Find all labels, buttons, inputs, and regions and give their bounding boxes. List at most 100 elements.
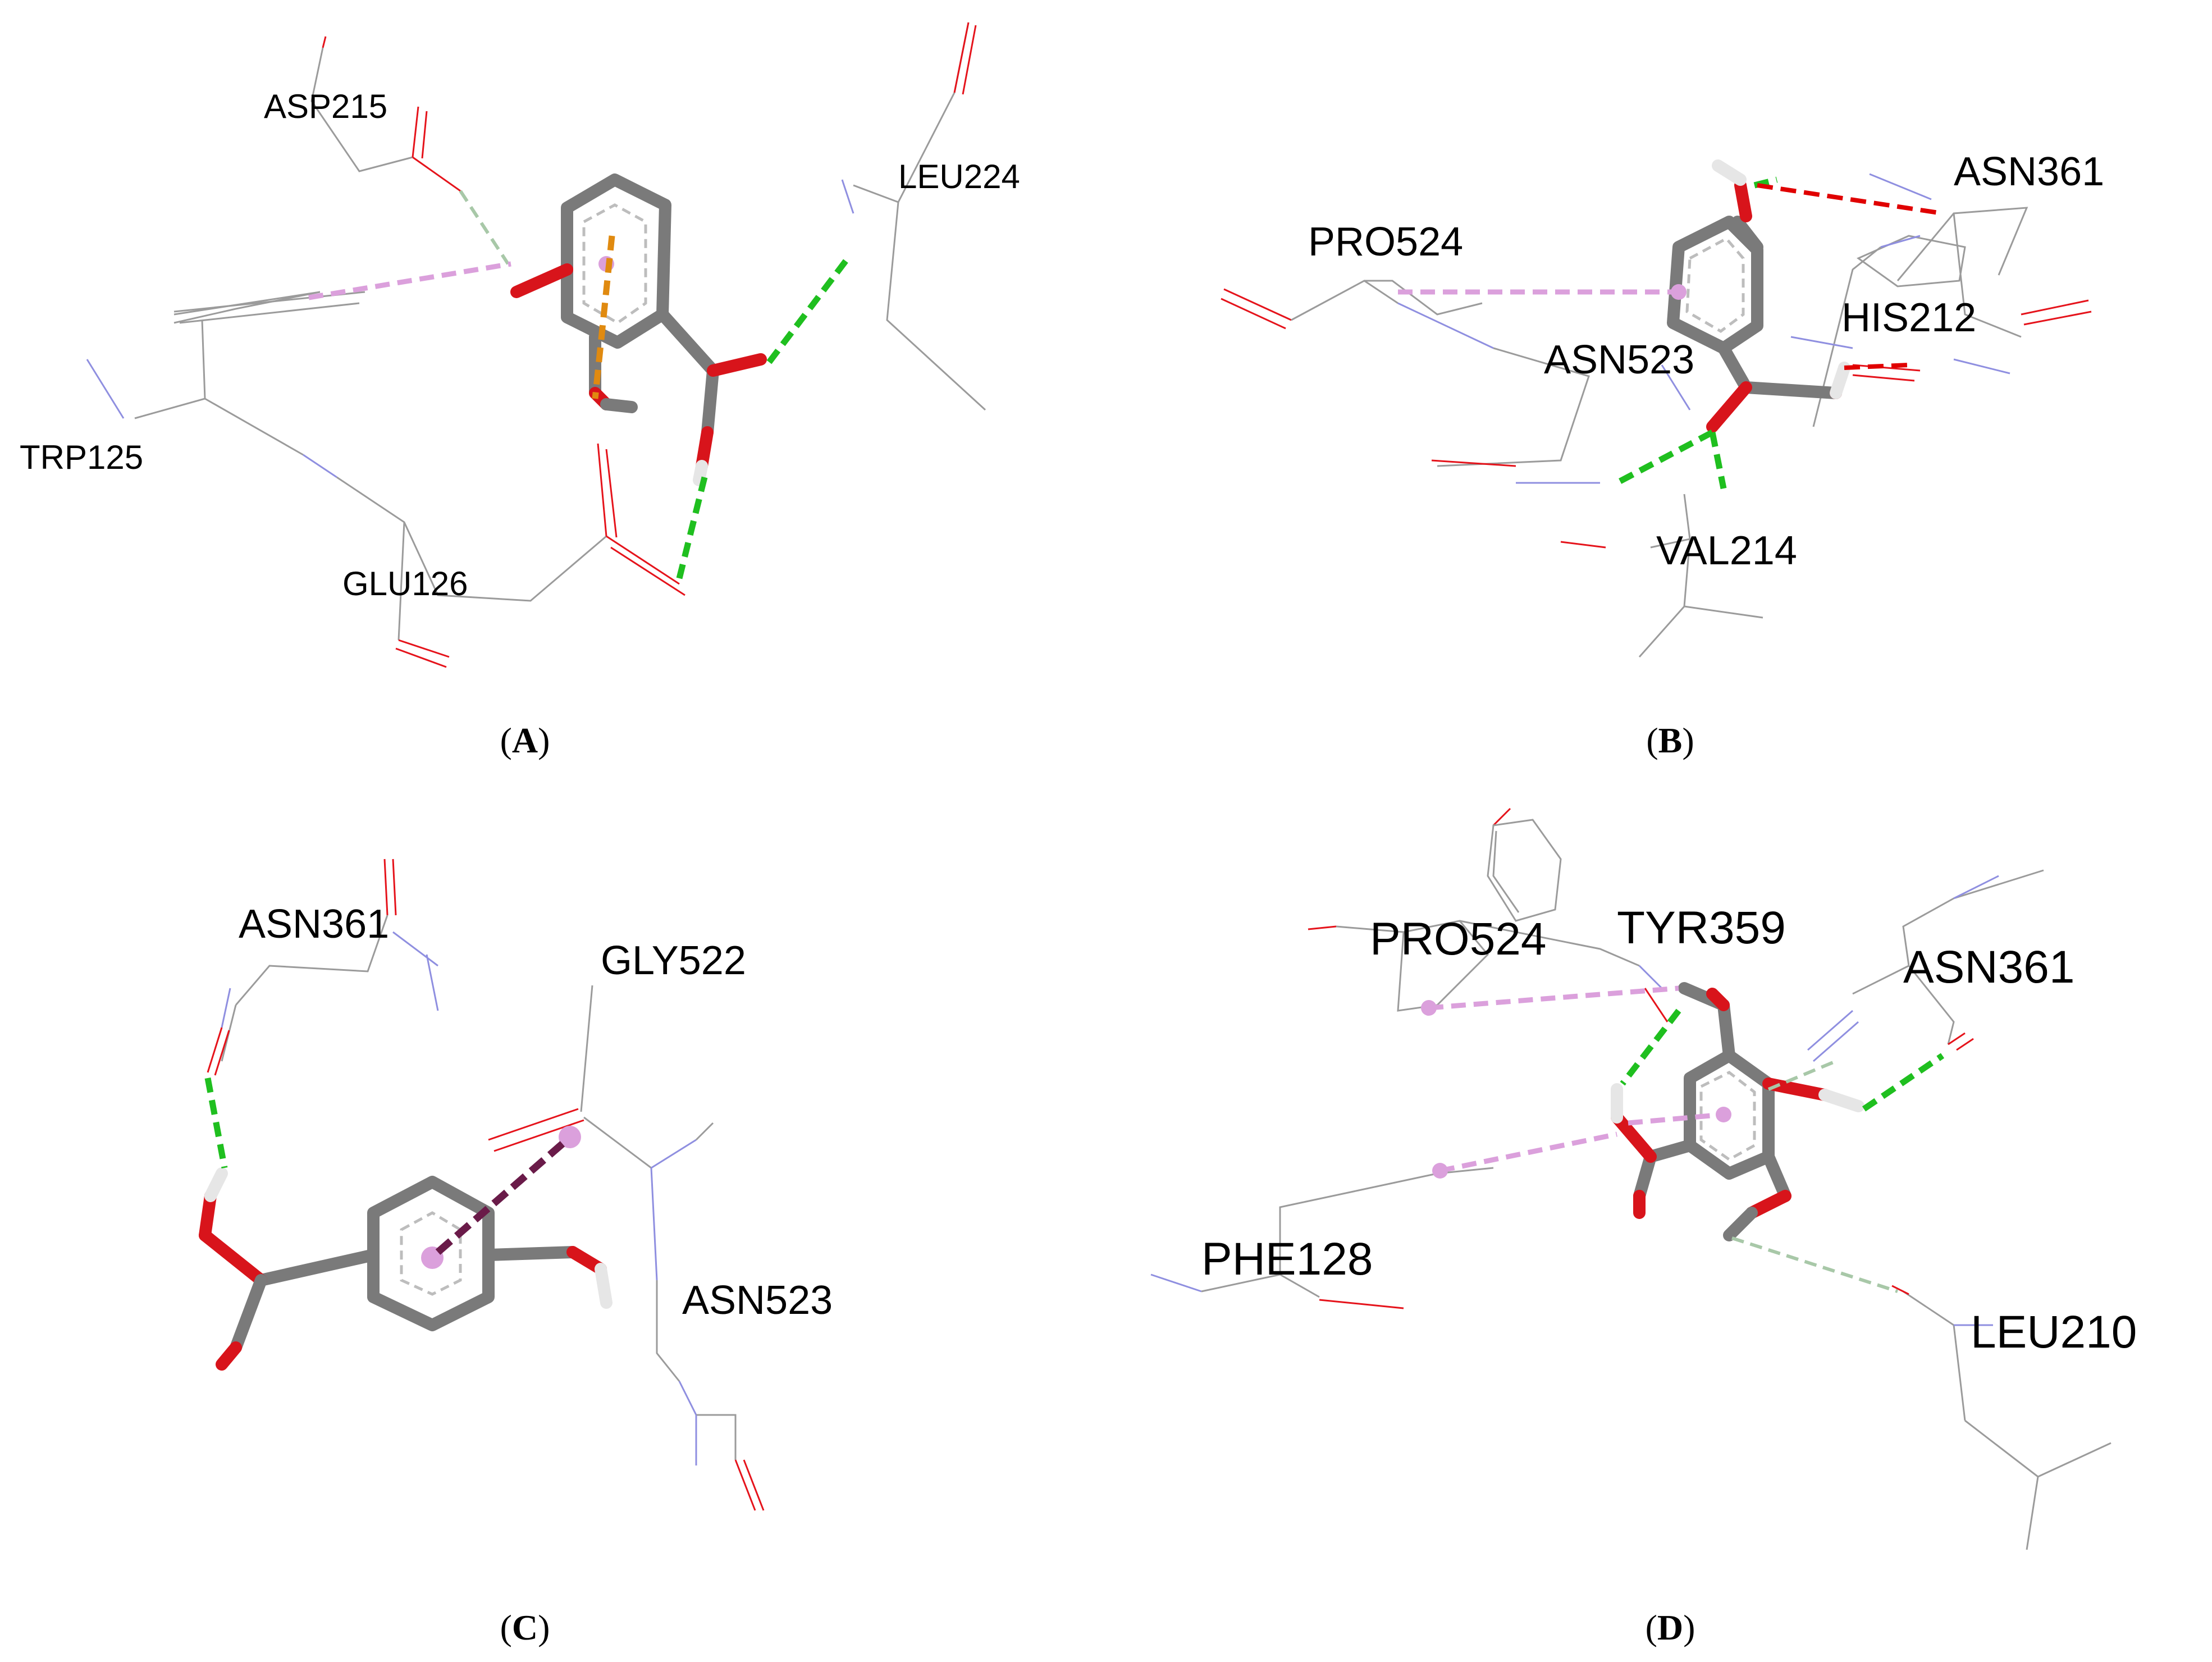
leu210-o — [1891, 1285, 1909, 1295]
label-val214: VAL214 — [1656, 528, 1797, 573]
label-gly522: GLY522 — [601, 938, 746, 983]
ligand-d-hydroxyl-h — [1818, 1089, 1864, 1112]
panel-letter-d: D — [1657, 1608, 1683, 1647]
panel-a: ASP215 LEU224 TRP125 GLU126 (A) — [20, 22, 1020, 760]
asn523-chain — [1437, 347, 1590, 467]
pro524-ring — [1364, 280, 1483, 316]
asp215-carbon-hbond — [459, 190, 510, 265]
trp125-amide-n — [86, 359, 125, 419]
gly522-carbonyl — [488, 1108, 584, 1152]
asn361-carbonyl-c — [383, 859, 397, 916]
his212-o — [1852, 364, 1921, 382]
panel-letter-a: A — [512, 720, 538, 760]
asn523-cb-c — [696, 1414, 737, 1460]
ligand-c-ring-highlight — [385, 1196, 477, 1311]
panel-caption-a: (A) — [500, 720, 550, 760]
label-leu210: LEU210 — [1971, 1307, 2137, 1358]
asn361-chain-c — [235, 915, 389, 1006]
leu210-chain — [1903, 1290, 1966, 1421]
gly522-pi-interaction — [435, 1137, 570, 1255]
pro524-chain-d — [1459, 920, 1640, 967]
ligand-d-methoxy-top-o — [1706, 988, 1730, 1011]
leu224-amide-n — [841, 179, 854, 214]
label-tyr359: TYR359 — [1617, 902, 1786, 953]
label-asn361-d: ASN361 — [1903, 942, 2074, 993]
label-phe128: PHE128 — [1201, 1234, 1373, 1285]
ligand-c-carboxyl-c — [255, 1249, 380, 1286]
panel-b: PRO524 ASN361 HIS212 ASN523 VAL214 (B) — [1221, 149, 2104, 760]
phe128-n — [1150, 1273, 1202, 1293]
trp125-ring-b — [173, 291, 365, 324]
val214-cg — [1638, 606, 1685, 658]
phe128-o — [1319, 1299, 1404, 1309]
pro524-n-d — [1638, 965, 1663, 989]
val214-hbond — [1709, 431, 1727, 490]
asn361-unfavorable — [1757, 183, 1943, 216]
gly522-n — [650, 1139, 697, 1281]
leu210-cd — [2026, 1476, 2039, 1550]
label-asp215: ASP215 — [264, 88, 387, 125]
label-pro524: PRO524 — [1308, 220, 1463, 264]
ligand-a-hydroxyl-o — [510, 263, 573, 298]
pi-cation-interaction — [592, 235, 615, 399]
panel-d: PRO524 TYR359 ASN361 PHE128 LEU210 (D) — [1150, 807, 2137, 1647]
asn361-carbon-hbond-d — [1767, 1060, 1837, 1091]
ligand-b-aromatic — [1685, 236, 1745, 333]
trp125-ring — [173, 291, 321, 324]
panel-letter-b: B — [1658, 720, 1683, 760]
asn361-nh — [1953, 358, 2010, 375]
ligand-c-carboxyl-c2 — [230, 1274, 267, 1354]
pro524-n — [1397, 302, 1494, 349]
asn523-n2 — [1661, 364, 1691, 410]
ligand-c-hydroxyl-h — [595, 1263, 613, 1309]
his212-unfavorable — [1844, 363, 1909, 370]
label-asn361-c: ASN361 — [239, 902, 389, 947]
asp215-carbonyl — [412, 106, 428, 159]
ligand-d-methoxy-bot-o — [1745, 1190, 1791, 1219]
panel-caption-b: (B) — [1646, 720, 1694, 760]
tyr359-ring — [1487, 819, 1562, 922]
asn523-hbond — [1615, 430, 1714, 486]
asn361-sidechain — [1953, 213, 2022, 338]
ligand-a-carboxyl-c — [656, 308, 719, 439]
asp215-hydroxyl — [412, 156, 461, 192]
asn523-n-c — [678, 1381, 697, 1416]
leu224-carbonyl — [953, 22, 977, 95]
asn361-carbonyl — [2021, 299, 2092, 326]
asn361-n2-c — [221, 988, 231, 1028]
label-his212: HIS212 — [1841, 295, 1976, 340]
glu126-carboxyl-b — [606, 535, 685, 596]
ligand-d-aromatic — [1699, 1071, 1756, 1161]
ligand-a-carboxyl-o1 — [707, 353, 767, 377]
ligand-b-ch — [1731, 216, 1763, 253]
phe128-pi-alkyl-2 — [1628, 1112, 1724, 1126]
asn361-o-c — [207, 1027, 230, 1076]
panel-caption-d: (D) — [1646, 1608, 1695, 1647]
ligand-c-carboxyl-o1 — [199, 1229, 267, 1286]
label-pro524-d: PRO524 — [1370, 914, 1547, 965]
ligand-c-aromatic — [400, 1211, 462, 1296]
pro524-carbonyl — [1221, 288, 1292, 330]
label-glu126: GLU126 — [342, 565, 468, 602]
tyr359-ring-inner — [1492, 830, 1520, 913]
ligand-b-hydroxyl-h — [1712, 159, 1747, 186]
gly522-centroid — [559, 1126, 581, 1148]
ligand-a-methyl — [600, 398, 638, 413]
asn361-n — [1869, 173, 1932, 200]
trp125-link — [204, 398, 304, 456]
leu224-hbond — [766, 256, 851, 364]
ligand-a-ring — [561, 173, 671, 349]
tyr359-pi-alkyl — [1428, 985, 1679, 1011]
label-asn523: ASN523 — [1544, 337, 1694, 382]
asn361-n-d — [1953, 875, 1999, 900]
asn361-hbond-c — [204, 1077, 228, 1169]
tyr359-hbond — [1620, 1008, 1681, 1086]
label-leu224: LEU224 — [898, 158, 1020, 195]
ligand-b-hydroxyl-o — [1734, 179, 1752, 222]
ligand-b-carboxyl-o1 — [1706, 381, 1752, 433]
gly522-h — [695, 1122, 714, 1141]
val214-o — [1560, 541, 1606, 549]
ligand-b-ring — [1667, 216, 1763, 354]
phe128-pi-alkyl — [1439, 1131, 1617, 1174]
